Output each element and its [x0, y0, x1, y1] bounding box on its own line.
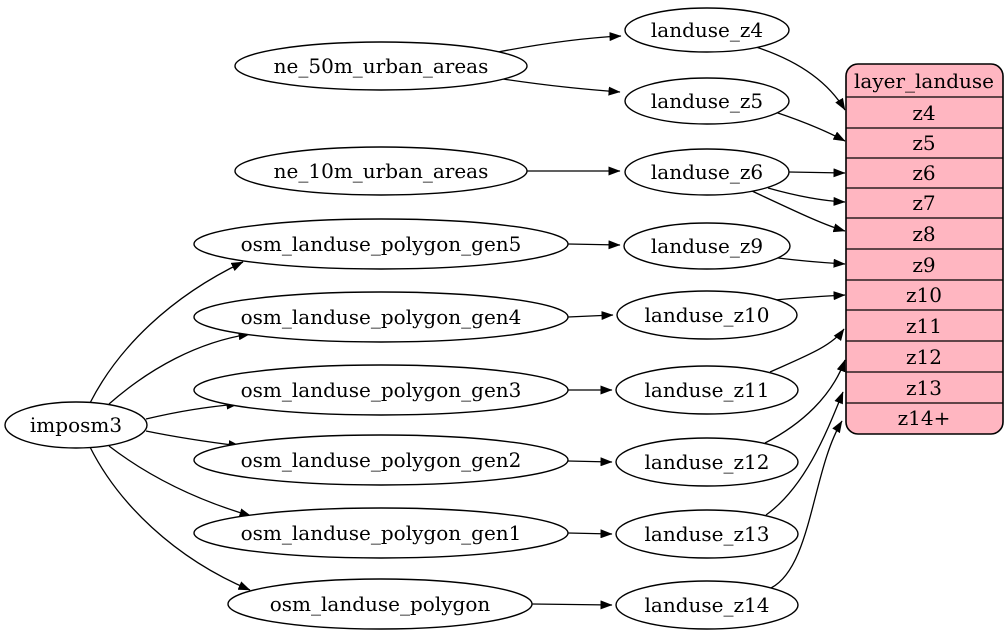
node-label-osm_landuse_polygon_gen4: osm_landuse_polygon_gen4	[240, 305, 522, 329]
node-ellipse-landuse_z12	[615, 437, 799, 487]
node-label-landuse_z14: landuse_z14	[644, 593, 770, 617]
node-label-landuse_z13: landuse_z13	[644, 522, 770, 546]
edge-imposm3-osm_landuse_polygon_gen5	[89, 261, 244, 404]
table-row-z9: z9	[912, 252, 936, 277]
node-label-imposm3: imposm3	[29, 413, 123, 437]
node-ellipse-osm_landuse_polygon_gen1	[193, 507, 569, 559]
node-label-ne_10m_urban_areas: ne_10m_urban_areas	[273, 159, 489, 183]
node-label-osm_landuse_polygon: osm_landuse_polygon	[269, 592, 491, 616]
table-row-z11: z11	[906, 313, 942, 338]
edge-osm_landuse_polygon_gen2-landuse_z12	[567, 457, 613, 467]
edge-landuse_z12-layer_landuse-z12	[764, 359, 846, 444]
edge-landuse_z6-layer_landuse-z6	[788, 168, 846, 178]
node-label-osm_landuse_polygon_gen1: osm_landuse_polygon_gen1	[240, 521, 522, 545]
edge-imposm3-osm_landuse_polygon_gen4	[108, 331, 251, 405]
edge-osm_landuse_polygon_gen4-landuse_z10	[567, 311, 614, 321]
edge-ne_50m_urban_areas-landuse_z5	[502, 78, 621, 96]
edge-imposm3-osm_landuse_polygon_gen1	[108, 445, 252, 518]
table-row-z14plus: z14+	[897, 406, 951, 430]
node-ellipse-osm_landuse_polygon_gen4	[193, 291, 569, 343]
edge-osm_landuse_polygon_gen1-landuse_z13	[567, 529, 613, 539]
edges-group	[89, 32, 846, 610]
node-label-landuse_z6: landuse_z6	[650, 160, 764, 184]
edge-osm_landuse_polygon-landuse_z14	[531, 600, 613, 610]
node-label-landuse_z5: landuse_z5	[650, 89, 764, 113]
edge-landuse_z13-layer_landuse-z13	[765, 391, 844, 516]
node-ellipse-landuse_z5	[624, 77, 790, 125]
node-label-osm_landuse_polygon_gen2: osm_landuse_polygon_gen2	[240, 448, 522, 472]
node-ellipse-landuse_z14	[615, 580, 799, 630]
table-row-z8: z8	[912, 221, 936, 246]
node-ellipse-landuse_z11	[615, 365, 799, 415]
node-ellipse-osm_landuse_polygon	[227, 578, 533, 630]
node-label-landuse_z10: landuse_z10	[644, 303, 770, 327]
table-row-z5: z5	[912, 131, 936, 155]
table-row-separators	[846, 96, 1003, 404]
nodes-group	[4, 7, 799, 630]
node-ellipse-ne_50m_urban_areas	[234, 41, 528, 91]
edge-landuse_z9-layer_landuse-z9	[777, 257, 846, 268]
edge-landuse_z11-layer_landuse-z11	[769, 328, 845, 373]
node-label-ne_50m_urban_areas: ne_50m_urban_areas	[273, 54, 489, 78]
table-title: layer_landuse	[854, 69, 994, 93]
node-label-osm_landuse_polygon_gen5: osm_landuse_polygon_gen5	[240, 232, 522, 256]
table-row-z4: z4	[912, 100, 936, 125]
table-row-z13: z13	[906, 375, 942, 400]
node-ellipse-landuse_z10	[616, 290, 798, 340]
edge-landuse_z5-layer_landuse-z5	[774, 111, 846, 142]
node-ellipse-landuse_z4	[624, 7, 790, 53]
table-row-z6: z6	[912, 161, 936, 185]
edge-ne_50m_urban_areas-landuse_z4	[497, 32, 622, 53]
table-row-z7: z7	[912, 191, 936, 215]
node-ellipse-osm_landuse_polygon_gen3	[193, 364, 569, 416]
node-ellipse-ne_10m_urban_areas	[234, 146, 528, 196]
node-ellipse-landuse_z6	[624, 148, 790, 196]
edge-landuse_z6-layer_landuse-z7	[767, 187, 846, 206]
node-ellipse-osm_landuse_polygon_gen2	[193, 434, 569, 486]
edge-landuse_z10-layer_landuse-z10	[774, 291, 846, 301]
node-ellipse-imposm3	[4, 401, 148, 449]
table-row-z10: z10	[906, 283, 942, 307]
node-label-osm_landuse_polygon_gen3: osm_landuse_polygon_gen3	[240, 378, 522, 402]
node-label-landuse_z12: landuse_z12	[644, 450, 770, 474]
node-label-landuse_z9: landuse_z9	[650, 234, 764, 258]
node-ellipse-osm_landuse_polygon_gen5	[193, 218, 569, 270]
table-row-z12: z12	[906, 344, 942, 369]
node-label-landuse_z11: landuse_z11	[644, 378, 770, 402]
edge-imposm3-osm_landuse_polygon_gen3	[145, 400, 239, 420]
node-ellipse-landuse_z13	[615, 509, 799, 559]
edge-imposm3-osm_landuse_polygon_gen2	[145, 430, 241, 450]
table-layer_landuse	[845, 63, 1004, 435]
edge-landuse_z6-layer_landuse-z8	[751, 190, 846, 233]
node-ellipse-landuse_z9	[623, 222, 791, 270]
node-label-landuse_z4: landuse_z4	[650, 18, 764, 42]
edge-landuse_z4-layer_landuse-z4	[755, 46, 846, 111]
edge-imposm3-osm_landuse_polygon	[89, 446, 251, 591]
edge-osm_landuse_polygon_gen5-landuse_z9	[567, 240, 621, 250]
edge-landuse_z14-layer_landuse-z14plus	[770, 420, 843, 589]
